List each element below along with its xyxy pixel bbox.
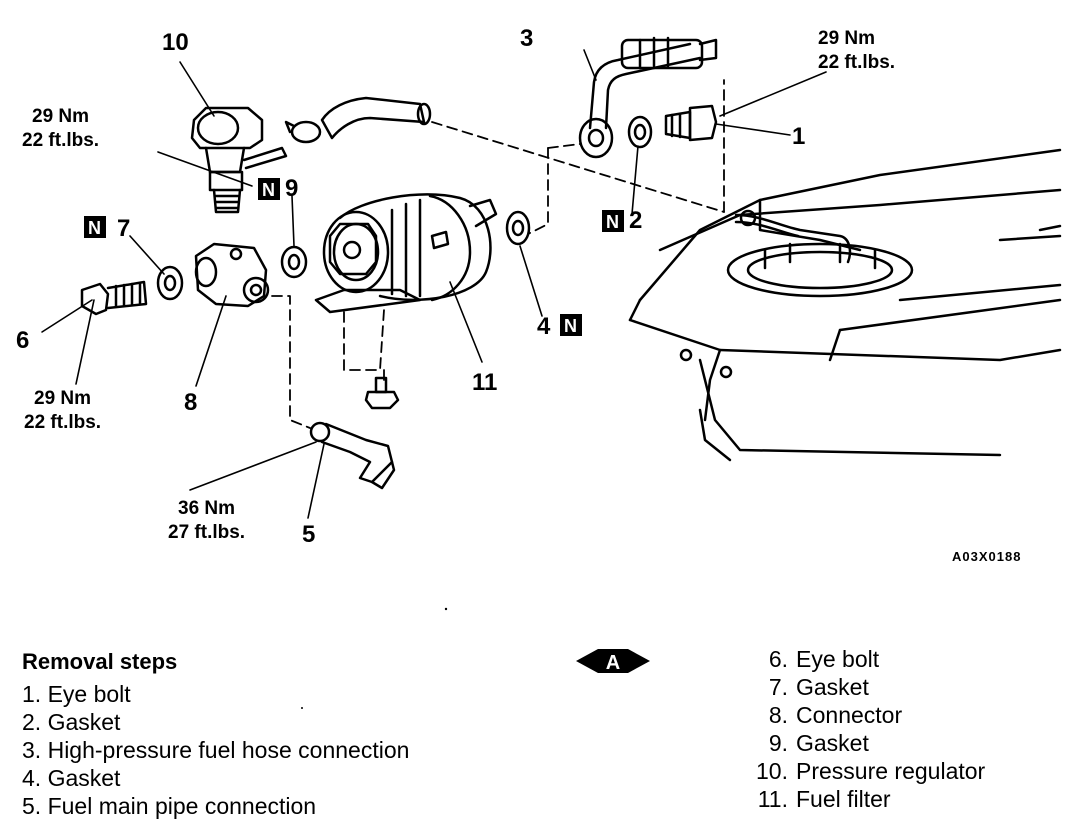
svg-text:N: N [262,180,275,200]
high-pressure-hose-drawing [578,36,718,159]
step-number: 3. [22,737,42,763]
gasket-2-drawing [627,115,653,149]
step-number: 7. [768,674,788,700]
removal-step: 8. Connector [752,701,985,729]
step-text: Connector [796,702,903,728]
step-number: 9. [768,730,788,756]
step-text: Pressure regulator [796,758,986,784]
callout-8: 8 [184,389,197,416]
torque-10-nm: 29 Nm [32,106,89,127]
svg-text:N: N [606,212,619,232]
callout-11: 11 [472,369,497,396]
removal-step: 4. Gasket [22,764,409,792]
figure-reference: A03X0188 [952,549,1021,564]
pressure-regulator-drawing [190,106,288,214]
new-part-mark-2: N [602,210,624,232]
step-number: 10. [756,758,788,784]
callout-5: 5 [302,521,315,548]
removal-step: 6. Eye bolt [752,645,985,673]
removal-step: 1. Eye bolt [22,680,409,708]
torque-10-ftlbs: 22 ft.lbs. [22,130,99,151]
callout-1: 1 [792,123,805,150]
removal-step: 2. Gasket [22,708,409,736]
step-number: 2. [22,709,42,735]
step-text: Fuel main pipe connection [47,793,317,819]
step-text: Gasket [47,709,121,735]
step-number: 1. [22,681,42,707]
removal-steps-right: 6. Eye bolt 7. Gasket 8. Connector 9. Gasket… [752,645,985,813]
torque-6-nm: 29 Nm [34,388,91,409]
hose-clamp-drawing [284,120,322,144]
mounting-bolt-drawing [364,376,400,410]
torque-6-ftlbs: 22 ft.lbs. [24,412,101,433]
callout-7: 7 [117,215,130,242]
step-number: 11. [757,786,788,812]
step-text: Gasket [47,765,121,791]
vehicle-body-drawing [628,148,1062,462]
service-point-letter: A [606,652,620,674]
gasket-7-drawing [156,265,184,301]
new-part-mark-7: N [84,216,106,238]
callout-4: 4 [537,313,551,340]
torque-5-ftlbs: 27 ft.lbs. [168,522,245,543]
step-number: 6. [768,646,788,672]
new-part-mark-9: N [258,178,280,200]
removal-steps-left: Removal steps 1. Eye bolt 2. Gasket 3. H… [22,648,409,820]
step-text: High-pressure fuel hose connection [47,737,410,763]
step-number: 5. [22,793,42,819]
torque-1-ftlbs: 22 ft.lbs. [818,52,895,73]
leader-lines [41,49,827,519]
step-text: Gasket [796,730,869,756]
callout-10: 10 [162,29,189,56]
removal-step: 3. High-pressure fuel hose connection [22,736,409,764]
eye-bolt-1-drawing [664,104,718,142]
new-part-mark-4: N [560,314,582,336]
callout-2: 2 [629,207,642,234]
callout-6: 6 [16,327,29,354]
upper-hose-drawing [320,96,432,140]
step-number: 8. [768,702,788,728]
torque-5-nm: 36 Nm [178,498,235,519]
fuel-filter-drawing [314,193,498,314]
removal-steps-heading: Removal steps [22,649,178,674]
removal-step: 5. Fuel main pipe connection [22,792,409,820]
assembly-guide-lines [271,79,725,429]
gasket-4-drawing [505,210,531,246]
removal-step: 9. Gasket [752,729,985,757]
callout-3: 3 [520,25,533,52]
connector-8-drawing [194,242,270,308]
gasket-9-drawing [280,245,308,279]
removal-step: 11. Fuel filter [752,785,985,813]
step-text: Fuel filter [796,786,891,812]
svg-text:N: N [564,316,577,336]
service-point-mark: A [576,649,650,674]
fuel-main-pipe-drawing [309,421,396,490]
step-text: Gasket [796,674,869,700]
callout-9: 9 [285,175,298,202]
step-text: Eye bolt [796,646,880,672]
step-text: Eye bolt [47,681,131,707]
step-number: 4. [22,765,42,791]
removal-step: 10. Pressure regulator [752,757,985,785]
torque-1-nm: 29 Nm [818,28,875,49]
svg-text:N: N [88,218,101,238]
removal-step: 7. Gasket [752,673,985,701]
